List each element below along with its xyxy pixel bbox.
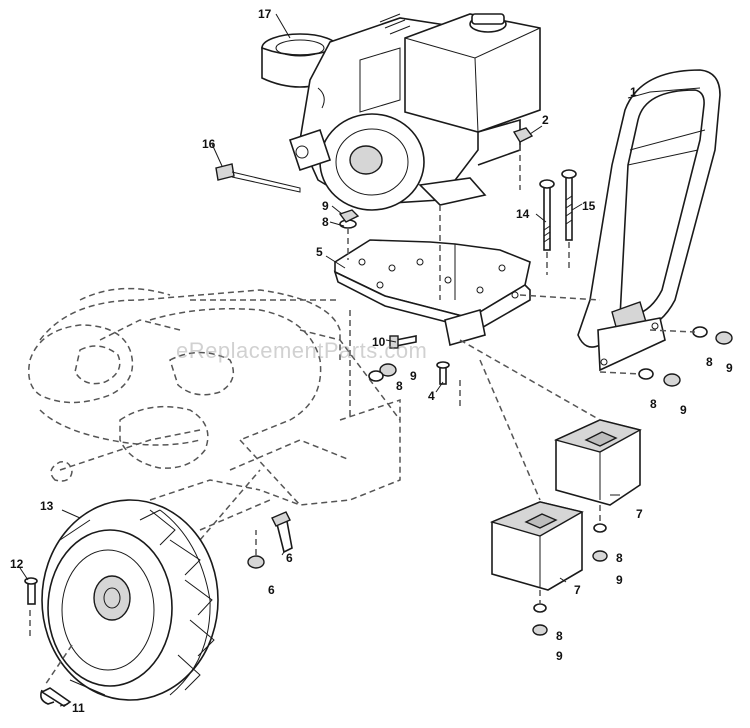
callout-15: 15 <box>582 199 596 213</box>
callout-16: 16 <box>202 137 216 151</box>
tiller-frame-outline <box>28 287 401 541</box>
callout-9d: 9 <box>680 403 687 417</box>
callout-8b: 8 <box>396 379 403 393</box>
callout-10: 10 <box>372 335 386 349</box>
weight-block-upper <box>553 419 642 506</box>
callout-7a: 7 <box>636 507 643 521</box>
callout-8d: 8 <box>650 397 657 411</box>
engine-mount-plate <box>333 239 531 347</box>
callout-13: 13 <box>40 499 54 513</box>
callout-11: 11 <box>72 701 85 715</box>
callout-9b: 9 <box>410 369 417 383</box>
callout-7b: 7 <box>574 583 581 597</box>
callout-8c: 8 <box>706 355 713 369</box>
weight-block-lower <box>489 501 584 591</box>
callout-labels: 1 2 4 5 6 6 7 7 8 8 8 8 8 8 9 9 9 9 9 9 … <box>10 7 733 715</box>
leader-lines <box>19 13 701 707</box>
wheel <box>41 499 219 701</box>
callout-12: 12 <box>10 557 24 571</box>
callout-9c: 9 <box>726 361 733 375</box>
callout-1: 1 <box>630 85 637 99</box>
callout-9a: 9 <box>322 199 329 213</box>
callout-8a: 8 <box>322 215 329 229</box>
callout-6b: 6 <box>268 583 275 597</box>
callout-17: 17 <box>258 7 272 21</box>
assembly-guide-lines <box>29 145 696 686</box>
hardware <box>24 127 733 707</box>
callout-8f: 8 <box>556 629 563 643</box>
engine <box>261 13 541 211</box>
callout-14: 14 <box>516 207 530 221</box>
callout-8e: 8 <box>616 551 623 565</box>
watermark: eReplacementParts.com <box>176 338 427 363</box>
callout-9f: 9 <box>556 649 563 663</box>
callout-9e: 9 <box>616 573 623 587</box>
callout-2: 2 <box>542 113 549 127</box>
handle <box>577 69 721 372</box>
callout-5: 5 <box>316 245 323 259</box>
callout-6a: 6 <box>286 551 293 565</box>
callout-4: 4 <box>428 389 435 403</box>
